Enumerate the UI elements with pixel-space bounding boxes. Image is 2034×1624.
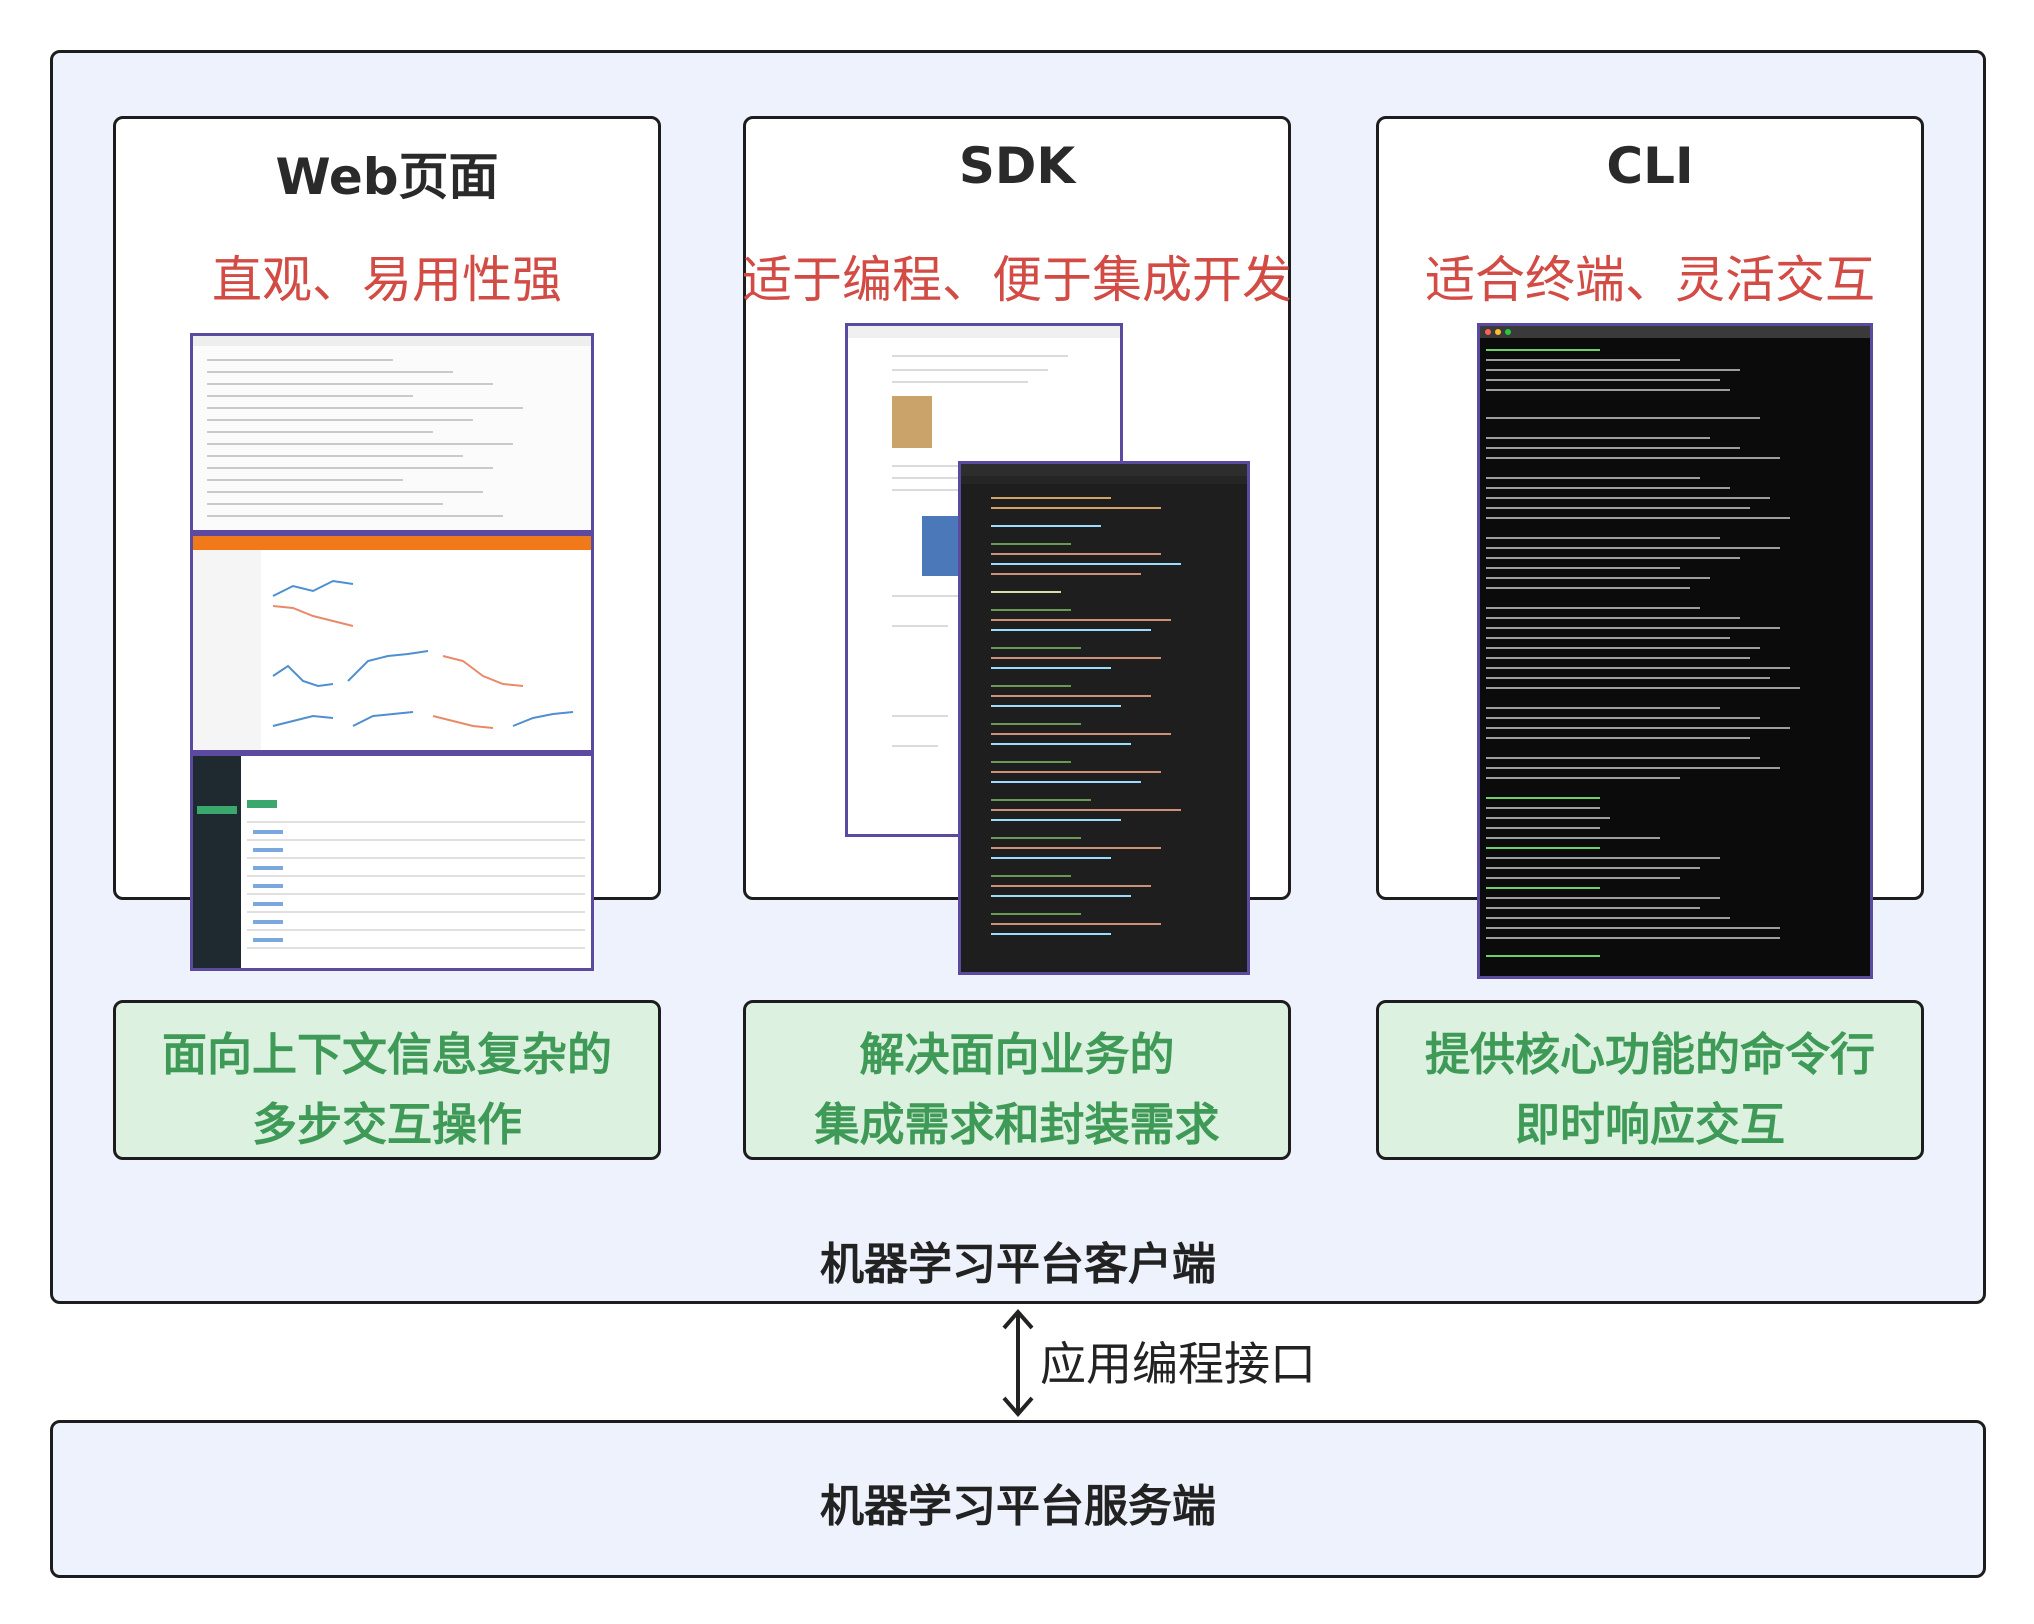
web-description: 面向上下文信息复杂的 多步交互操作 bbox=[113, 1020, 661, 1160]
sdk-description-line-1: 解决面向业务的 bbox=[859, 1028, 1175, 1081]
web-description-box bbox=[113, 1000, 661, 1160]
cli-card-title: CLI bbox=[1606, 137, 1694, 195]
web-card-subtitle: 直观、易用性强 bbox=[212, 251, 562, 309]
cli-description-box bbox=[1376, 1000, 1924, 1160]
server-panel-label: 机器学习平台服务端 bbox=[820, 1481, 1216, 1532]
sdk-code-editor-screenshot bbox=[958, 461, 1250, 975]
server-panel bbox=[50, 1420, 1986, 1578]
sdk-card-subtitle: 适于编程、便于集成开发 bbox=[742, 251, 1292, 309]
double-arrow-icon bbox=[1002, 1308, 1034, 1418]
api-label: 应用编程接口 bbox=[1040, 1337, 1316, 1391]
sdk-description: 解决面向业务的 集成需求和封装需求 bbox=[743, 1020, 1291, 1160]
web-charts-screenshot bbox=[190, 533, 594, 753]
cli-description: 提供核心功能的命令行 即时响应交互 bbox=[1376, 1020, 1924, 1160]
terminal-graphic bbox=[1480, 326, 1870, 957]
cli-description-line-1: 提供核心功能的命令行 bbox=[1424, 1028, 1875, 1081]
web-description-line-2: 多步交互操作 bbox=[251, 1098, 522, 1151]
log-lines-graphic bbox=[193, 336, 591, 517]
sdk-card-title: SDK bbox=[958, 137, 1076, 195]
client-panel-label: 机器学习平台客户端 bbox=[820, 1239, 1216, 1290]
training-charts-graphic bbox=[193, 536, 591, 750]
web-table-screenshot bbox=[190, 753, 594, 971]
cli-description-line-2: 即时响应交互 bbox=[1514, 1098, 1785, 1151]
cli-card-subtitle: 适合终端、灵活交互 bbox=[1425, 251, 1875, 309]
cli-terminal-screenshot bbox=[1477, 323, 1873, 979]
sdk-description-line-2: 集成需求和封装需求 bbox=[814, 1098, 1220, 1151]
web-log-screenshot bbox=[190, 333, 594, 533]
code-editor-graphic bbox=[961, 464, 1247, 935]
web-card-title: Web页面 bbox=[275, 148, 499, 206]
dataset-table-graphic bbox=[193, 756, 585, 968]
web-description-line-1: 面向上下文信息复杂的 bbox=[161, 1028, 612, 1081]
sdk-description-box bbox=[743, 1000, 1291, 1160]
